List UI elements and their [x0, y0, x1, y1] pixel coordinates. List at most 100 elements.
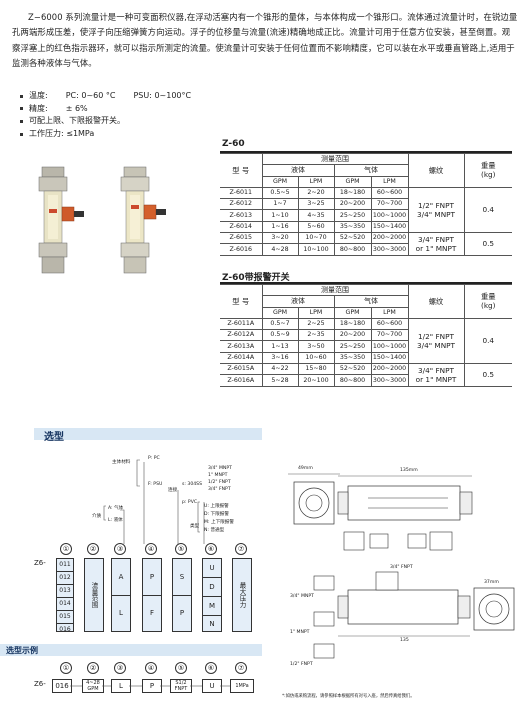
- cell: 0.5~9: [261, 329, 299, 342]
- flow-range-box: 流量范围: [84, 558, 104, 632]
- thread-cell: 1/2" FNPT 3/4" MNPT: [407, 317, 465, 365]
- connection-option: s: 304SS: [182, 482, 203, 487]
- step-number: ⑥: [205, 543, 217, 555]
- model-cell: Z-6013: [220, 209, 263, 222]
- table1-title: Z-60: [222, 139, 245, 149]
- header-range: 测量范围: [261, 152, 409, 166]
- cell: 200~2000: [370, 232, 409, 245]
- thread-option: 3/4" MNPT: [208, 466, 232, 471]
- step-number: ③: [114, 662, 126, 674]
- intro-paragraph: Z−6000 系列流量计是一种可变面积仪器,在浮动活塞内有一个锥形的量体，与本体…: [12, 12, 518, 69]
- cell: 35~350: [333, 351, 372, 365]
- unit-cell: GPM: [333, 306, 372, 319]
- cell: 18~180: [333, 317, 372, 331]
- example-header-bar: [0, 644, 262, 656]
- cell: 10~100: [297, 243, 335, 256]
- step-number: ③: [114, 543, 126, 555]
- range-code: 016: [59, 626, 71, 633]
- cell: 4~28: [261, 243, 299, 256]
- header-liquid: 液体: [261, 295, 335, 308]
- cell: 3~16: [261, 351, 299, 365]
- selection-header-bar: [34, 428, 262, 440]
- step-number: ②: [87, 543, 99, 555]
- unit-cell: LPM: [370, 175, 409, 188]
- cell: 20~100: [297, 374, 335, 387]
- model-cell: Z-6012: [220, 198, 263, 211]
- unit-cell: GPM: [333, 175, 372, 188]
- flowmeter-brass-image: [38, 166, 84, 274]
- cell: 20~200: [333, 198, 372, 211]
- model-cell: Z-6011A: [220, 317, 263, 331]
- model-cell: Z-6016A: [220, 374, 263, 387]
- spec-value: PC: 0~60 °C: [65, 91, 116, 100]
- step-number: ①: [60, 543, 72, 555]
- cell: 2~25: [297, 317, 335, 331]
- cell: 80~800: [333, 374, 372, 387]
- table1-rule: [220, 151, 512, 153]
- material-code: P: [143, 559, 161, 596]
- spec-item: 可配上限、下限报警开关。: [20, 115, 191, 128]
- medium-code-column: A L: [111, 558, 131, 632]
- cell: 1~16: [261, 220, 299, 234]
- table2-rule: [220, 282, 512, 284]
- cell: 4~35: [297, 209, 335, 222]
- step-number: ⑦: [235, 543, 247, 555]
- model-cell: Z-6015: [220, 232, 263, 245]
- thread-option: 1" MNPT: [208, 473, 228, 478]
- dimension-label: 1/2" FNPT: [290, 662, 313, 667]
- model-cell: Z-6016: [220, 243, 263, 256]
- cell: 52~520: [333, 363, 372, 376]
- connection-code: P: [179, 609, 185, 617]
- dimension-label: 37mm: [484, 580, 499, 585]
- step-number: ①: [60, 662, 72, 674]
- type-code: D: [203, 578, 221, 597]
- unit-cell: GPM: [261, 175, 299, 188]
- range-code: 015: [57, 611, 73, 624]
- example-title: 选型示例: [6, 646, 38, 655]
- cell: 25~250: [333, 340, 372, 353]
- step-number: ⑤: [175, 662, 187, 674]
- cell: 0.5~5: [261, 186, 299, 200]
- header-range: 测量范围: [261, 283, 409, 297]
- bullet-icon: [20, 94, 23, 98]
- range-code: 012: [57, 572, 73, 585]
- header-thread: 螺纹: [407, 153, 465, 188]
- bullet-icon: [20, 132, 23, 136]
- spec-value: PSU: 0~100°C: [133, 91, 192, 100]
- cell: 0.5~7: [261, 317, 299, 331]
- thread-cell: 1/2" FNPT 3/4" MNPT: [407, 186, 465, 234]
- cell: 300~3000: [370, 374, 409, 387]
- header-gas: 气体: [333, 295, 409, 308]
- connection-option: p: PVC: [182, 500, 198, 505]
- cell: 35~350: [333, 220, 372, 234]
- spec-label: 可配上限、下限报警开关。: [29, 116, 125, 126]
- step-number: ④: [145, 543, 157, 555]
- selection-connector-lines: [103, 459, 205, 544]
- cell: 52~520: [333, 232, 372, 245]
- step-number: ⑥: [205, 662, 217, 674]
- cell: 15~80: [297, 363, 335, 376]
- cell: 3~20: [261, 232, 299, 245]
- type-code: U: [203, 559, 221, 578]
- dimension-label: 1" MNPT: [290, 630, 310, 635]
- material-title: 主体材料: [112, 460, 131, 465]
- weight-cell: 0.5: [463, 232, 512, 256]
- medium-title: 介质: [92, 514, 102, 519]
- cell: 10~60: [297, 351, 335, 365]
- weight-cell: 0.4: [463, 186, 512, 234]
- cell: 100~1000: [370, 209, 409, 222]
- spec-item: 精度:± 6%: [20, 103, 191, 116]
- type-option: M: 上下限报警: [204, 520, 234, 525]
- dimension-label: 135: [400, 638, 409, 643]
- cell: 3~25: [297, 198, 335, 211]
- material-option: P: PC: [148, 456, 160, 461]
- header-weight: 重量 (kg): [463, 153, 512, 188]
- cell: 80~800: [333, 243, 372, 256]
